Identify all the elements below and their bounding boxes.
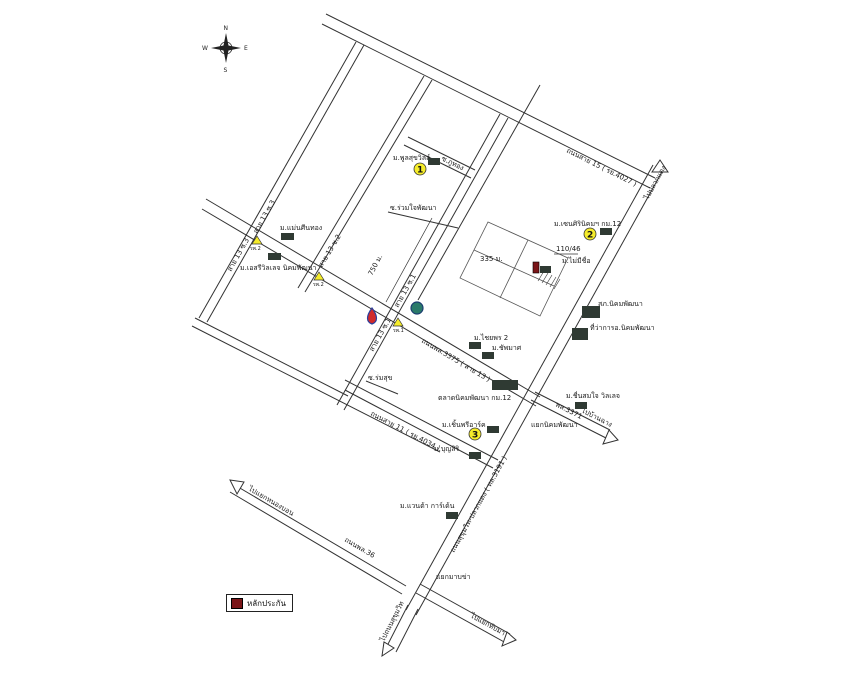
collateral-marker xyxy=(532,261,540,274)
place-mai: ม.ไม่มีชื่อ xyxy=(562,256,591,265)
legend-label: หลักประกัน xyxy=(247,598,287,608)
compass-south-label: S xyxy=(224,67,228,74)
compass-east-label: E xyxy=(244,45,248,52)
place-chinpro: ม.เชิ้นพรีอาร์ค xyxy=(442,418,486,429)
building-icon xyxy=(575,402,587,409)
road-36-label: ถนนพล.36 xyxy=(343,536,377,560)
building-icon xyxy=(582,306,600,318)
place-mabcha: แยกมาบข่า xyxy=(436,573,471,581)
land-plot-grid xyxy=(459,221,569,317)
compass-west-label: W xyxy=(202,45,208,52)
arrow-ban-chang-icon xyxy=(602,429,619,445)
place-police: สภ.นิคมพัฒนา xyxy=(598,300,643,308)
soi-phuthong-label: ซ.ภูทอง xyxy=(440,155,465,173)
arrow-thapma-icon xyxy=(501,631,517,647)
arrow-pluak-daeng-icon xyxy=(651,159,669,173)
place-chaiya: ม.เซนศิรินิคมฯ กม.12 xyxy=(554,220,621,228)
building-icon xyxy=(281,233,294,240)
sign-label-2: รพ.2 xyxy=(313,282,324,288)
building-icons xyxy=(268,158,612,519)
soi-13-3-top-label: สาย 13 ซ.3 xyxy=(252,199,277,235)
arrow-nongbon-icon xyxy=(229,479,245,496)
marker-2-icon xyxy=(583,227,597,241)
place-market: ตลาดนิคมพัฒนา กม.12 xyxy=(438,394,511,402)
building-icon xyxy=(469,452,481,459)
arrow-sukhumvit-icon xyxy=(381,641,395,658)
place-wanna: ม.แวนต้า การ์เด้น xyxy=(400,502,455,510)
place-phupa: ม.พูลสุขวิลล์ xyxy=(393,154,430,162)
place-bunsiri: ม.บุญสิริ xyxy=(434,445,460,453)
place-district-office: ที่ว่าการอ.นิคมพัฒนา xyxy=(590,323,655,332)
collateral-swatch-icon xyxy=(231,597,243,609)
building-icon xyxy=(482,352,494,359)
soi-romsuk-label: ซ.ร่มสุข xyxy=(368,374,393,382)
building-icon xyxy=(492,380,518,390)
road-network xyxy=(191,13,664,653)
gas-station-icon xyxy=(410,301,424,315)
building-icon xyxy=(540,266,551,273)
place-nongbon: ไปแยกหนองบอน xyxy=(246,483,296,517)
warning-sign-icon xyxy=(392,317,404,327)
building-icon xyxy=(268,253,281,260)
building-icon xyxy=(572,328,588,340)
sign-label-1: รพ.1 xyxy=(393,328,404,334)
marker-3-icon xyxy=(468,427,482,441)
compass-rose: N S E W xyxy=(202,25,248,74)
road-11-label: ถนนสาย 11 ( รย.4034 ) xyxy=(369,410,441,453)
place-maenin: ม.แม่นศีนทอง xyxy=(280,224,322,232)
place-esri: ม.เอสรีวิลเลจ นิคมพัฒนา xyxy=(240,264,317,272)
building-icon xyxy=(428,158,440,165)
road-15-label: ถนนสาย 15 ( รย.4027 ) xyxy=(565,147,638,189)
place-yaek-nikom: แยกนิคมพัฒนา xyxy=(531,421,578,429)
direction-arrows xyxy=(229,159,669,658)
address-label: 110/46 xyxy=(556,245,581,253)
compass-north-label: N xyxy=(224,25,229,32)
distance-lines xyxy=(385,217,578,303)
place-chomat: ม.ชัพมาศ xyxy=(492,344,522,352)
distance-335-label: 335 ม. xyxy=(480,255,502,263)
road-3191-label: ถนนสุขุมวิท-ปลวกแดง ( ทล.3191 ) xyxy=(449,455,509,554)
ptt-station-icon xyxy=(366,306,378,325)
soi-13-2-label: สาย 13 ซ.2 xyxy=(317,233,343,269)
map-legend: หลักประกัน xyxy=(226,594,294,612)
warning-sign-icon xyxy=(251,235,263,245)
place-thapma: ไปแยกทับมา xyxy=(468,610,507,637)
distance-750-label: 750 ม. xyxy=(367,253,385,277)
marker-1-icon xyxy=(413,162,427,176)
warning-sign-icon xyxy=(313,271,325,281)
building-icon xyxy=(487,426,499,433)
marker-3-label: 3 xyxy=(472,431,478,441)
marker-1-label: 1 xyxy=(417,166,423,176)
building-icon xyxy=(469,342,481,349)
place-chuenfa: ม.ชื่นสมใจ วิลเลจ xyxy=(566,391,620,400)
place-chaiphon: ม.ไชยพร 2 xyxy=(474,333,508,342)
soi-ruamjai-label: ซ.ร่วมใจพัฒนา xyxy=(390,203,437,212)
marker-2-label: 2 xyxy=(587,231,593,241)
building-icon xyxy=(446,512,458,519)
sign-label-3: รพ.2 xyxy=(250,246,261,252)
building-icon xyxy=(600,228,612,235)
